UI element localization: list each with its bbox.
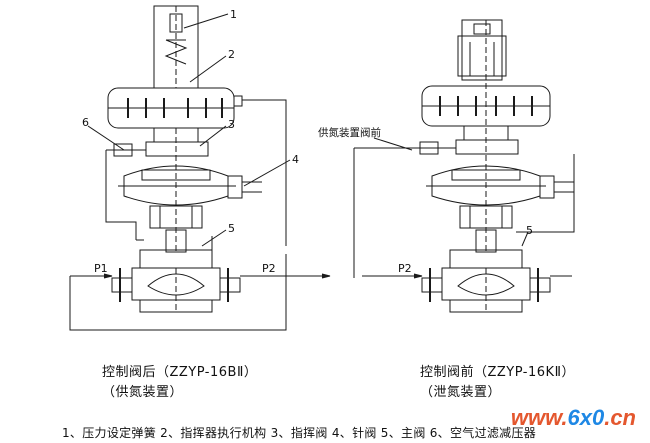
caption-right-line1: 控制阀前（ZZYP-16KⅡ） [420, 365, 575, 380]
left-impulse-line [242, 99, 287, 246]
annotation-right: 供氮装置阀前 [318, 126, 381, 139]
right-valve-assembly [353, 19, 575, 313]
watermark-prefix: www. [510, 405, 568, 430]
site-watermark: www.6x0.cn [511, 405, 636, 431]
callout-5-right: 5 [526, 224, 533, 237]
caption-right-line2: （泄氮装置） [420, 385, 502, 400]
callout-4: 4 [292, 153, 299, 166]
left-valve-assembly [69, 5, 331, 331]
watermark-suffix: .cn [604, 405, 636, 430]
caption-left-line1: 控制阀后（ZZYP-16BⅡ） [102, 365, 258, 380]
callout-3: 3 [228, 118, 235, 131]
callout-5: 5 [228, 222, 235, 235]
callout-2: 2 [228, 48, 235, 61]
p1-label: P1 [94, 262, 108, 275]
needle-valve [227, 175, 243, 199]
p2-label-right: P2 [398, 262, 412, 275]
pilot-valve [145, 141, 209, 157]
parts-legend: 1、压力设定弹簧 2、指挥器执行机构 3、指挥阀 4、针阀 5、主阀 6、空气过… [62, 426, 537, 440]
p2-label-left: P2 [262, 262, 276, 275]
callout-6: 6 [82, 116, 89, 129]
callout-1: 1 [230, 8, 237, 21]
caption-left-line2: （供氮装置） [102, 385, 184, 400]
watermark-brand: 6x0 [567, 405, 605, 430]
main-valve-body [131, 267, 221, 301]
